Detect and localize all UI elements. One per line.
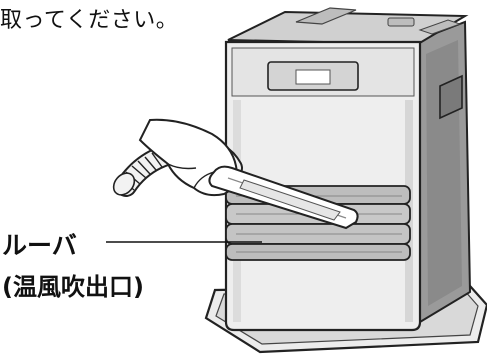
heater-body [226,12,470,330]
louver-label: ルーバ [2,226,77,262]
instruction-caption: 取ってください。 [0,2,178,34]
display-panel [268,62,358,90]
louver-sublabel: (温風吹出口) [2,267,144,302]
